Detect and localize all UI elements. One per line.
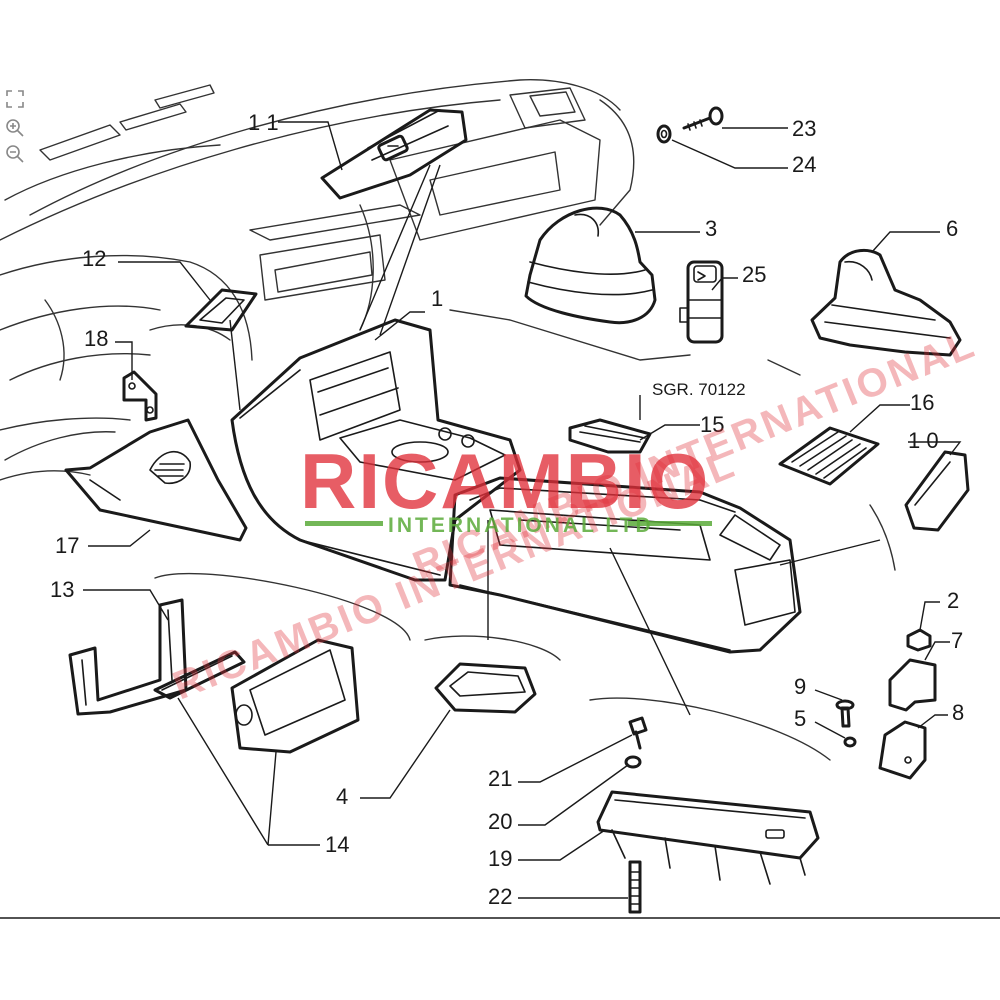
part-3-gear-boot: [524, 206, 657, 325]
callout-7: 7: [951, 628, 963, 653]
watermark-green-bar-right: [628, 521, 712, 526]
callout-12: 12: [82, 246, 106, 271]
watermark-main: RICAMBIO: [300, 437, 710, 525]
zoom-in-icon[interactable]: [4, 117, 26, 139]
callout-13: 13: [50, 577, 74, 602]
watermark-green-bar-left: [305, 521, 383, 526]
zoom-out-icon[interactable]: [4, 143, 26, 165]
callout-24: 24: [792, 152, 816, 177]
callout-6: 6: [946, 216, 958, 241]
callout-9: 9: [794, 674, 806, 699]
callout-1: 1: [431, 286, 443, 311]
fit-screen-icon[interactable]: [4, 88, 26, 110]
callout-17: 17: [55, 533, 79, 558]
callout-labels: 1 1 12 18 17 13 14 4 1 3 25 6 SGR. 70122…: [50, 110, 964, 909]
callout-22: 22: [488, 884, 512, 909]
part-16-grille: [778, 426, 880, 486]
part-24-washer: [656, 124, 672, 144]
callout-25: 25: [742, 262, 766, 287]
callout-20: 20: [488, 809, 512, 834]
watermark-sub: INTERNATIONAL LTD: [388, 514, 654, 537]
part-4-tray: [434, 662, 537, 714]
callout-3: 3: [705, 216, 717, 241]
part-12-bezel: [184, 288, 258, 332]
part-20-washer: [624, 755, 642, 769]
callout-5: 5: [794, 706, 806, 731]
callout-19: 19: [488, 846, 512, 871]
callout-16: 16: [910, 390, 934, 415]
part-10-cover: [904, 450, 970, 532]
part-15-console-rear: [448, 476, 802, 654]
leader-lines: [83, 121, 962, 899]
part-7-bracket: [888, 658, 937, 712]
callout-11: 1 1: [248, 110, 279, 135]
part-19-bracket: [596, 790, 820, 885]
callout-23: 23: [792, 116, 816, 141]
part-25-switch: [679, 260, 724, 344]
part-17-side-panel: [64, 418, 248, 542]
grouping-braces: [154, 309, 896, 761]
part-2-nut: [906, 628, 932, 652]
callout-2: 2: [947, 588, 959, 613]
part-21-bolt: [628, 716, 648, 750]
part-6-gear-lever-boot: [810, 248, 962, 357]
watermark: RICAMBIO INTERNATIONAL RICAMBIO INTERNAT…: [167, 322, 983, 709]
part-5-washer: [843, 736, 857, 748]
callout-18: 18: [84, 326, 108, 351]
callout-14: 14: [325, 832, 349, 857]
callout-15: 15: [700, 412, 724, 437]
part-11-upper-trim: [320, 108, 468, 200]
callout-8: 8: [952, 700, 964, 725]
part-1-console-front: [230, 318, 522, 582]
sgr-pad: [568, 418, 652, 454]
callout-4: 4: [336, 784, 348, 809]
part-23-screw: [682, 106, 724, 131]
part-13-bracket: [68, 598, 188, 716]
part-22-stud: [628, 860, 642, 914]
callout-21: 21: [488, 766, 512, 791]
part-14-pocket: [153, 638, 360, 754]
part-8-bracket: [878, 720, 927, 780]
part-18-bracket: [122, 370, 158, 422]
part-9-bolt: [835, 699, 855, 728]
callout-10: 1 0: [908, 428, 939, 453]
drawing-code: SGR. 70122: [652, 380, 746, 399]
